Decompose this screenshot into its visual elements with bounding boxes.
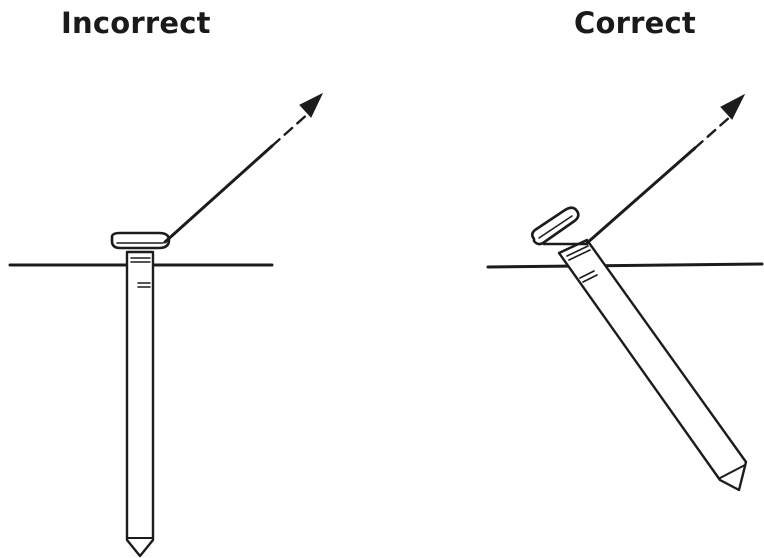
incorrect-panel: Incorrect (8, 6, 324, 558)
nail-head-rim (538, 215, 573, 239)
nail-shank (557, 238, 748, 492)
correct-diagram (486, 93, 764, 492)
nail-grip-marks (130, 257, 151, 288)
incorrect-title: Incorrect (61, 6, 211, 40)
nail-shank (125, 250, 155, 558)
correct-panel: Correct (382, 0, 764, 558)
nail-grip-marks (566, 245, 598, 283)
direction-line (163, 144, 274, 244)
arrowhead-icon (299, 92, 324, 118)
incorrect-diagram (8, 92, 324, 558)
nail-tip-line (719, 464, 746, 479)
direction-line-dashed (270, 110, 312, 148)
direction-line-dashed (693, 114, 733, 150)
direction-line (585, 146, 697, 245)
arrowhead-icon (720, 93, 746, 120)
nail-head (110, 231, 171, 250)
ground-line (486, 262, 764, 269)
correct-title: Correct (574, 6, 696, 40)
